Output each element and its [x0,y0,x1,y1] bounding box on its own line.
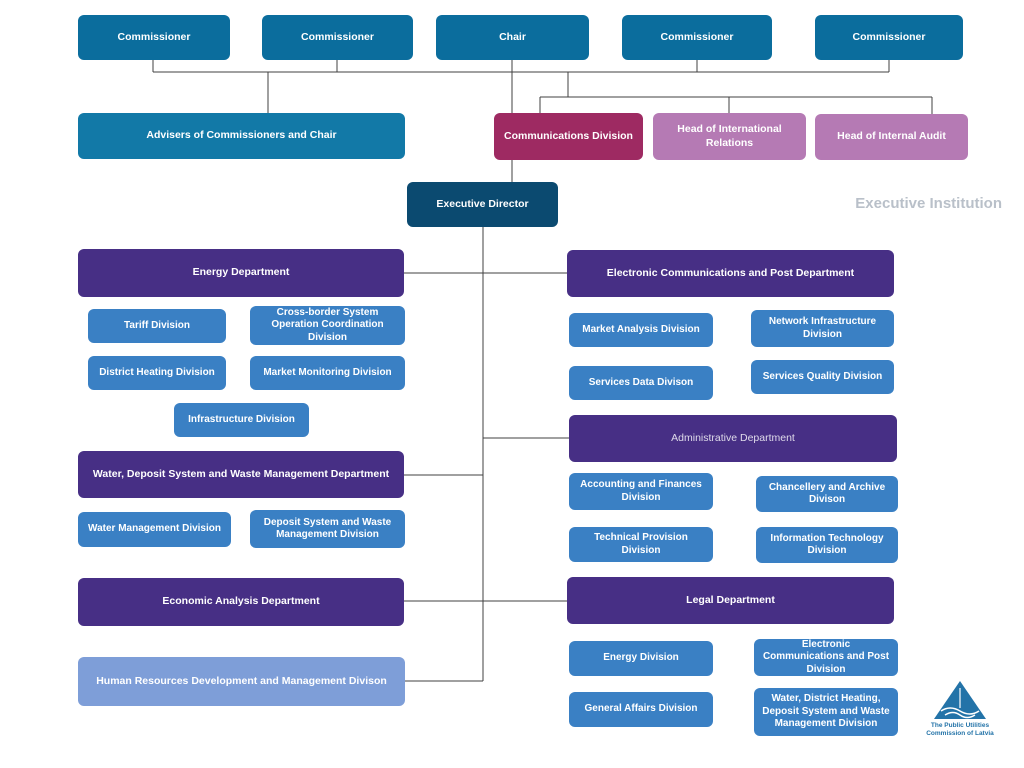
node-commissioner-1: Commissioner [78,15,230,60]
node-information-technology-division: Information Technology Division [756,527,898,563]
node-water-management-division: Water Management Division [78,512,231,547]
logo-caption-line1: The Public Utilities [930,722,990,729]
node-communications-division: Communications Division [494,113,643,160]
node-legal-department: Legal Department [567,577,894,624]
node-market-analysis-division: Market Analysis Division [569,313,713,347]
node-head-internal-audit: Head of Internal Audit [815,114,968,160]
node-tariff-division: Tariff Division [88,309,226,343]
node-water-heating-deposit-division: Water, District Heating, Deposit System … [754,688,898,736]
node-commissioner-3: Commissioner [622,15,772,60]
node-chancellery-archive-division: Chancellery and Archive Divison [756,476,898,512]
node-network-infrastructure-division: Network Infrastructure Division [751,310,894,347]
executive-institution-label: Executive Institution [855,195,1002,212]
node-energy-division: Energy Division [569,641,713,676]
node-head-international-relations: Head of International Relations [653,113,806,160]
node-ecp-division: Electronic Communications and Post Divis… [754,639,898,676]
node-market-monitoring-division: Market Monitoring Division [250,356,405,390]
node-administrative-department: Administrative Department [569,415,897,462]
node-services-data-division: Services Data Divison [569,366,713,400]
node-district-heating-division: District Heating Division [88,356,226,390]
node-technical-provision-division: Technical Provision Division [569,527,713,562]
node-services-quality-division: Services Quality Division [751,360,894,394]
logo-triangle-icon [934,681,986,719]
node-cross-border-division: Cross-border System Operation Coordinati… [250,306,405,345]
node-advisers: Advisers of Commissioners and Chair [78,113,405,159]
node-commissioner-2: Commissioner [262,15,413,60]
node-water-department: Water, Deposit System and Waste Manageme… [78,451,404,498]
node-energy-department: Energy Department [78,249,404,297]
node-chair: Chair [436,15,589,60]
node-economic-analysis-department: Economic Analysis Department [78,578,404,626]
node-commissioner-4: Commissioner [815,15,963,60]
logo-caption-line2: Commission of Latvia [926,730,994,738]
node-hr-division: Human Resources Development and Manageme… [78,657,405,706]
node-ecp-department: Electronic Communications and Post Depar… [567,250,894,297]
node-infrastructure-division: Infrastructure Division [174,403,309,437]
node-general-affairs-division: General Affairs Division [569,692,713,727]
node-executive-director: Executive Director [407,182,558,227]
node-accounting-finances-division: Accounting and Finances Division [569,473,713,510]
commission-logo: The Public Utilities Commission of Latvi… [926,680,994,739]
node-deposit-waste-division: Deposit System and Waste Management Divi… [250,510,405,548]
